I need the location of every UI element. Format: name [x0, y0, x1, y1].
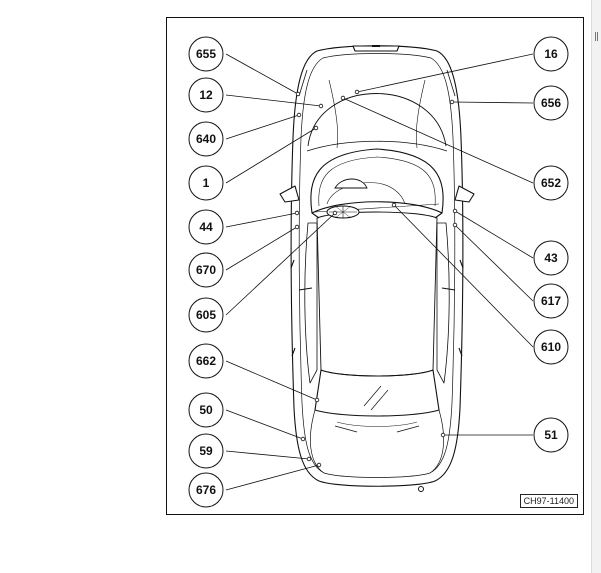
leader-line-44 [225, 212, 298, 228]
leader-line-656 [451, 101, 534, 104]
leader-line-16 [356, 53, 534, 93]
leader-line-676 [225, 464, 320, 491]
callout-label-12: 12 [199, 88, 213, 102]
callout-label-51: 51 [544, 428, 558, 442]
callout-43: 43 [533, 240, 569, 276]
callout-12: 12 [188, 77, 224, 113]
callout-label-605: 605 [196, 308, 216, 322]
leader-line-12 [225, 94, 322, 107]
callout-676: 676 [188, 472, 224, 508]
callout-label-656: 656 [541, 96, 561, 110]
leader-line-670 [225, 226, 298, 271]
callout-617: 617 [533, 283, 569, 319]
callout-605: 605 [188, 297, 224, 333]
leader-line-50 [225, 409, 304, 440]
callout-label-617: 617 [541, 294, 561, 308]
car-top-view-diagram: 655 12 640 1 44 670 [188, 36, 569, 508]
leader-line-59 [225, 450, 310, 460]
drag-handle-icon[interactable] [595, 32, 598, 41]
callout-label-610: 610 [541, 340, 561, 354]
callout-670: 670 [188, 252, 224, 288]
callout-655: 655 [188, 36, 224, 72]
leader-line-605 [225, 212, 336, 316]
callout-662: 662 [188, 343, 224, 379]
leader-line-655 [225, 53, 299, 95]
callout-label-662: 662 [196, 354, 216, 368]
diagram-frame: 655 12 640 1 44 670 [166, 17, 584, 515]
callout-656: 656 [533, 85, 569, 121]
leader-line-652 [342, 97, 534, 184]
callout-51: 51 [533, 417, 569, 453]
callout-610: 610 [533, 329, 569, 365]
component-points [294, 89, 458, 468]
leader-line-1 [225, 127, 317, 184]
side-scroll-strip[interactable] [591, 0, 601, 573]
callout-label-16: 16 [544, 47, 558, 61]
callout-44: 44 [188, 209, 224, 245]
callout-label-676: 676 [196, 483, 216, 497]
callout-label-43: 43 [544, 251, 558, 265]
callout-label-670: 670 [196, 263, 216, 277]
callout-label-50: 50 [199, 403, 213, 417]
callout-652: 652 [533, 165, 569, 201]
callout-label-44: 44 [199, 220, 213, 234]
callout-1: 1 [188, 165, 224, 201]
callouts-left: 655 12 640 1 44 670 [188, 36, 224, 508]
leader-line-610 [393, 204, 534, 348]
callout-50: 50 [188, 392, 224, 428]
callout-label-652: 652 [541, 176, 561, 190]
callout-label-1: 1 [203, 176, 210, 190]
callout-label-640: 640 [196, 132, 216, 146]
callout-16: 16 [533, 36, 569, 72]
callouts-right: 16 656 652 43 617 610 [533, 36, 569, 453]
leader-lines [225, 53, 534, 491]
leader-line-640 [225, 114, 300, 140]
car-body [279, 45, 475, 492]
callout-label-59: 59 [199, 444, 213, 458]
leader-line-662 [225, 360, 318, 401]
airbag-module [334, 178, 368, 189]
callout-640: 640 [188, 121, 224, 157]
callout-label-655: 655 [196, 47, 216, 61]
diagram-reference-code: CH97-11400 [519, 494, 578, 508]
callout-59: 59 [188, 433, 224, 469]
leader-line-617 [454, 224, 534, 302]
leader-line-43 [454, 210, 534, 259]
